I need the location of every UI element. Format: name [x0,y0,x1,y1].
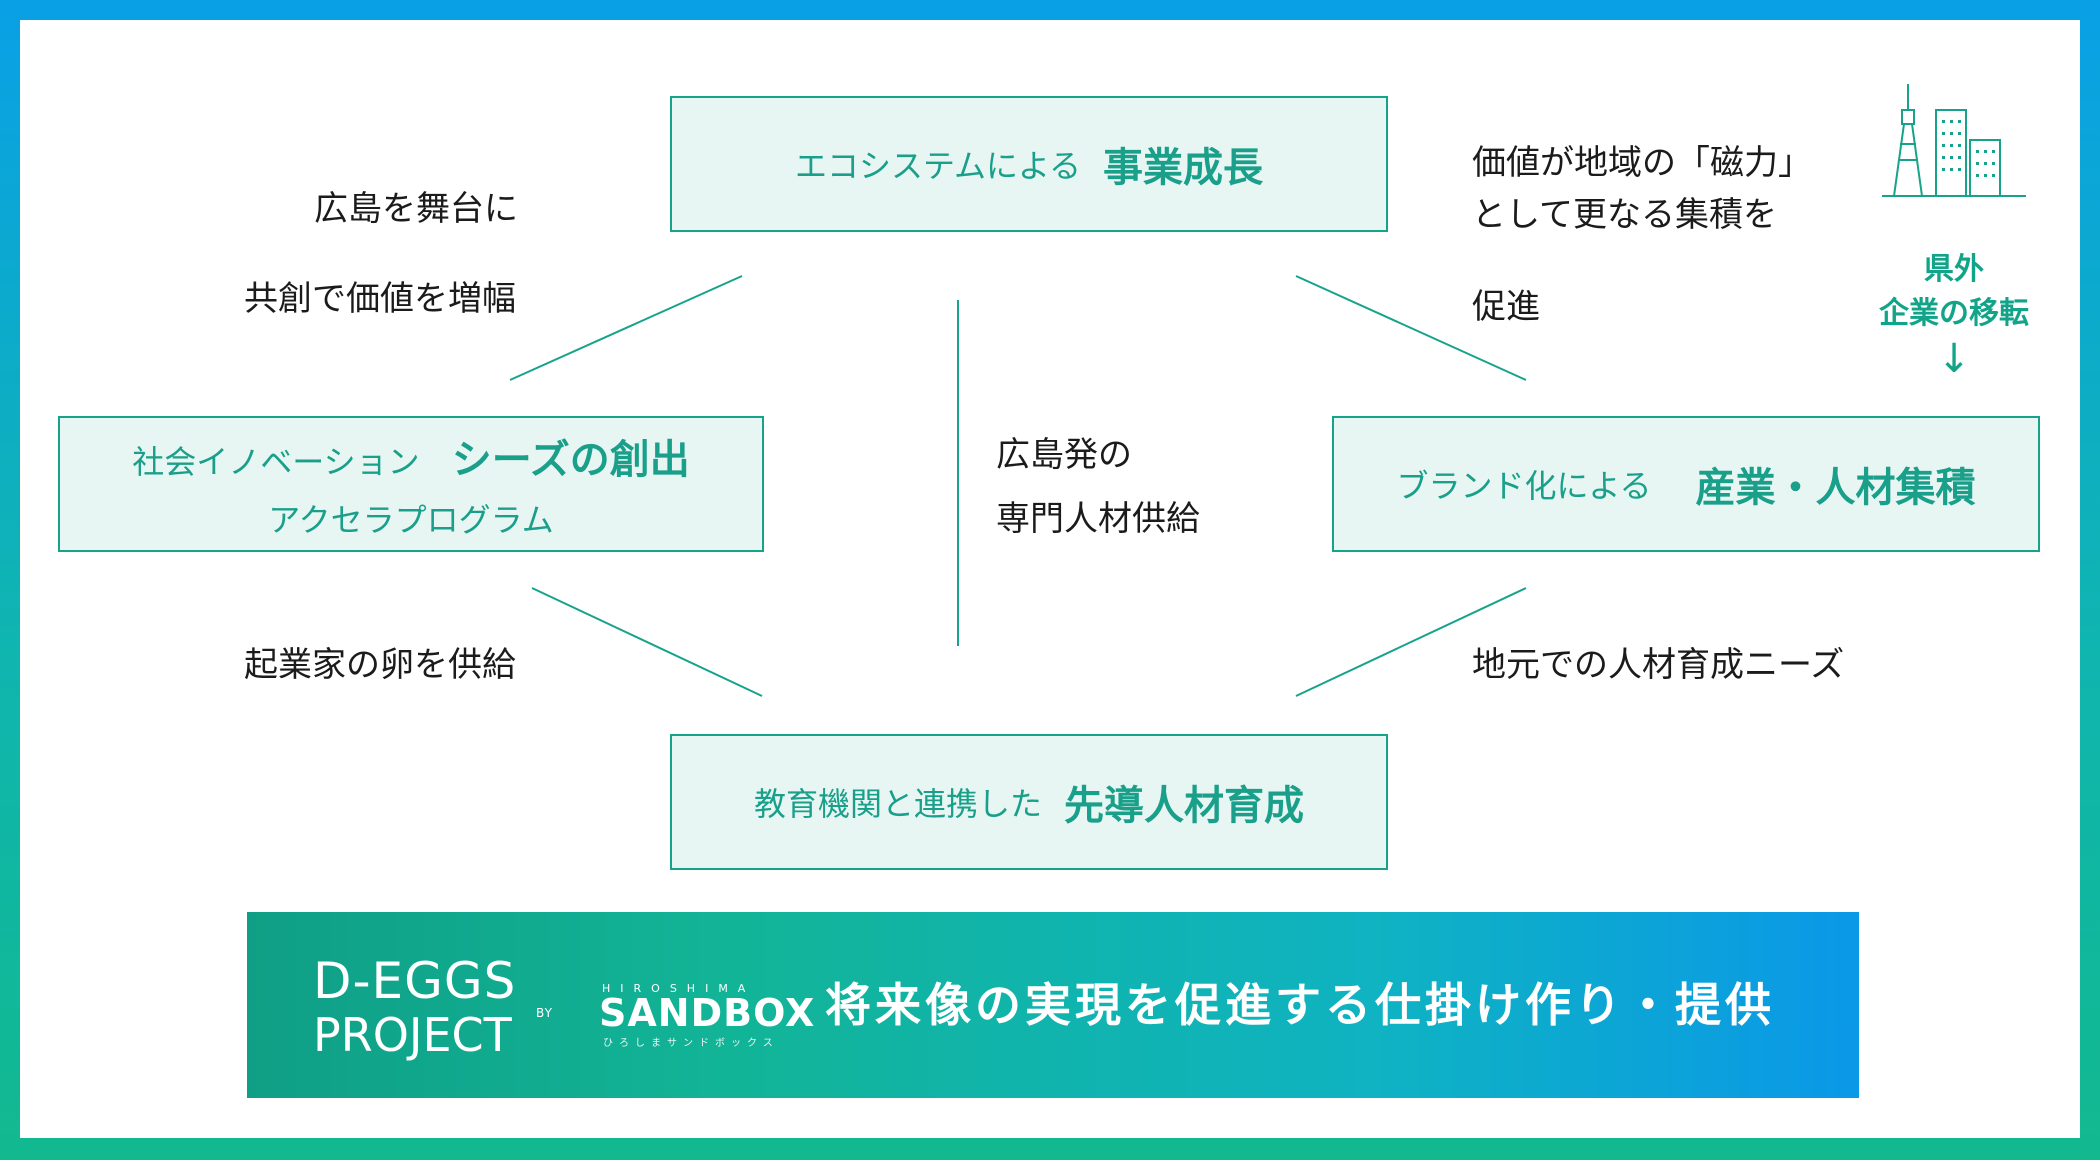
box-right-lead: ブランド化による [1396,467,1652,505]
diagram-card: エコシステムによる 事業成長 社会イノベーション シーズの創出 アクセラプログラ… [20,20,2080,1138]
connector-bottom-left [531,587,763,697]
city-tower-icon [1882,84,2026,197]
label-top-left-1: 広島を舞台に [314,189,518,229]
d-eggs-logo-line2: PROJECT [313,1008,512,1062]
label-center-2: 専門人材供給 [996,499,1200,539]
d-eggs-logo-line1: D-EGGS [313,952,517,1010]
relocation-line-1: 県外 [1924,252,1984,287]
box-industry-cluster: ブランド化による 産業・人材集積 [1332,416,2040,552]
sandbox-logo-sub: ひろしまサンドボックス [603,1038,779,1049]
label-center-1: 広島発の [996,435,1132,475]
box-bottom-lead: 教育機関と連携した [753,785,1042,823]
label-bottom-right: 地元での人材育成ニーズ [1472,645,1845,685]
box-left-line1-strong: シーズの創出 [451,437,690,483]
sandbox-logo: SANDBOX [599,991,816,1035]
arrow-down-icon: ↓ [1937,336,1971,382]
connector-lines [509,275,1527,697]
box-left-line2: アクセラプログラム [268,501,554,539]
box-talent-development: 教育機関と連携した 先導人材育成 [670,734,1388,870]
project-banner: D-EGGS PROJECT BY HIROSHIMA SANDBOX ひろしま… [247,912,1859,1098]
banner-tagline: 将来像の実現を促進する仕掛け作り・提供 [825,978,1775,1032]
box-left-line1-lead: 社会イノベーション [132,443,420,481]
logo-by-text: BY [536,1006,553,1020]
box-top-strong: 事業成長 [1103,145,1264,191]
label-top-right-3: 促進 [1472,287,1540,327]
box-bottom-strong: 先導人材育成 [1064,783,1304,829]
box-business-growth: エコシステムによる 事業成長 [670,96,1388,232]
box-top-lead: エコシステムによる [794,147,1082,185]
label-bottom-left: 起業家の卵を供給 [244,645,516,685]
connector-bottom-right [1295,587,1527,697]
relocation-line-2: 企業の移転 [1879,295,2029,331]
label-top-right-1: 価値が地域の「磁力」 [1472,143,1812,183]
label-top-left-2: 共創で価値を増幅 [244,279,516,319]
sandbox-logo-top: HIROSHIMA [602,982,756,995]
box-social-innovation: 社会イノベーション シーズの創出 アクセラプログラム [58,416,764,552]
connector-top-left [509,275,743,381]
label-top-right-2: として更なる集積を [1472,195,1777,235]
connector-top-right [1295,275,1527,381]
relocation-note: 県外 企業の移転 ↓ [1864,248,2044,383]
box-right-strong: 産業・人材集積 [1695,465,1976,511]
